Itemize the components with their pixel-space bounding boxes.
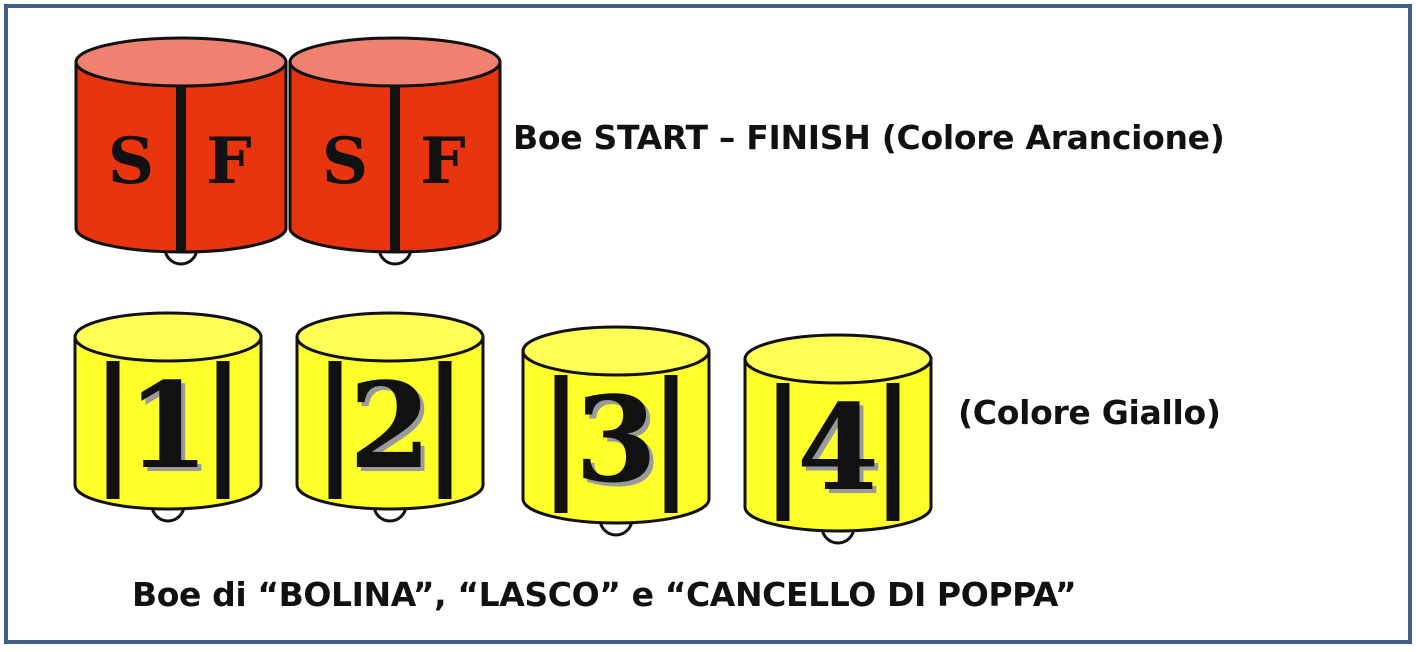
buoy-top	[290, 38, 500, 86]
buoy-letter-start: S	[108, 124, 154, 199]
buoy-letter-start: S	[322, 124, 368, 199]
course-buoys-caption: Boe di “BOLINA”, “LASCO” e “CANCELLO DI …	[132, 575, 1076, 614]
buoy-top	[745, 335, 931, 383]
yellow-buoy: 33	[523, 327, 709, 535]
buoy-number: 2	[349, 356, 431, 495]
yellow-buoy: 44	[745, 335, 931, 543]
buoy-top	[76, 38, 286, 86]
start-finish-caption: Boe START – FINISH (Colore Arancione)	[513, 118, 1225, 157]
yellow-buoy: 11	[75, 313, 261, 521]
buoy-top	[297, 313, 483, 361]
yellow-color-caption: (Colore Giallo)	[958, 393, 1221, 432]
buoy-number: 3	[575, 370, 657, 509]
buoy-top	[75, 313, 261, 361]
buoy-number: 1	[127, 356, 209, 495]
buoy-letter-finish: F	[206, 124, 251, 199]
buoy-top	[523, 327, 709, 375]
yellow-buoy: 22	[297, 313, 483, 521]
buoy-letter-finish: F	[420, 124, 465, 199]
buoy-number: 4	[797, 378, 879, 517]
